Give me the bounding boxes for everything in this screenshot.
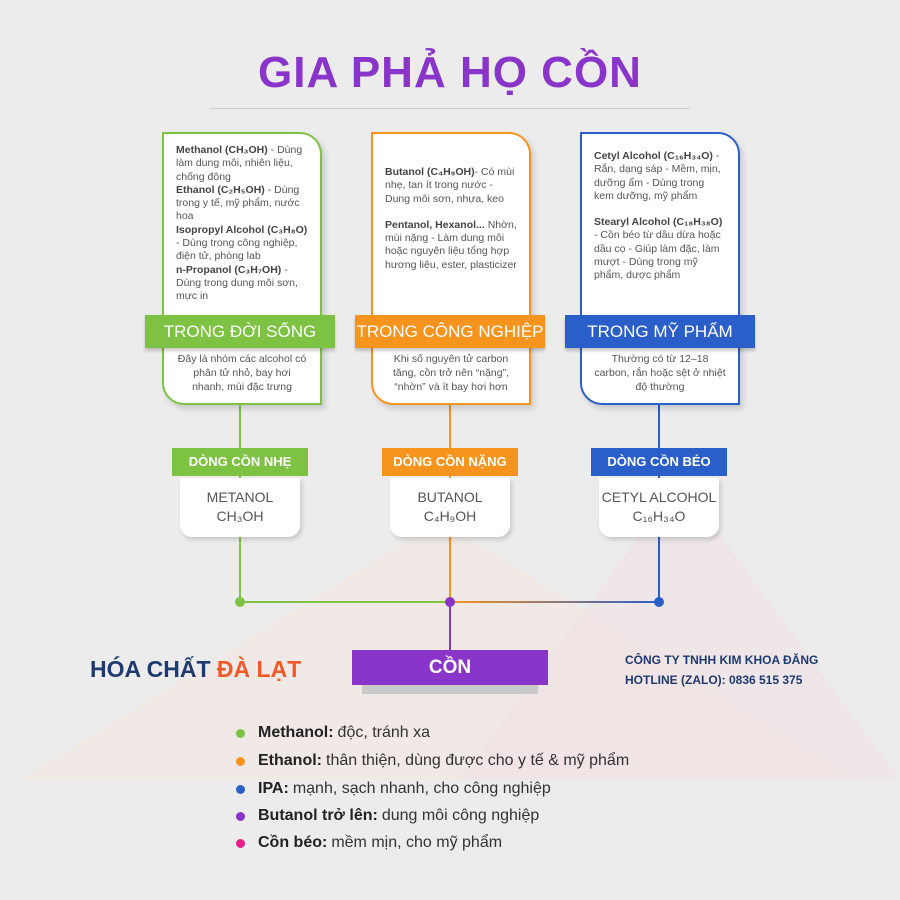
list-item: Butanol trở lên:dung môi công nghiệp [236, 807, 539, 825]
label-light-alcohol: DÒNG CỒN NHẸ [172, 448, 308, 476]
bullet-icon [236, 756, 245, 766]
node-dot [235, 597, 245, 607]
card-note: Đây là nhóm các alcohol có phân tử nhỏ, … [177, 353, 307, 393]
list-item: Ethanol:thân thiện, dùng được cho y tế &… [236, 752, 629, 770]
list-item: IPA:mạnh, sạch nhanh, cho công nghiệp [236, 780, 551, 798]
label-fatty-alcohol: DÒNG CỒN BÉO [591, 448, 727, 476]
bullet-icon [236, 728, 245, 738]
root-base [362, 685, 538, 694]
banner-industry: TRONG CÔNG NGHIỆP [355, 315, 545, 348]
divider [210, 108, 690, 109]
card-cosmetics: Cetyl Alcohol (C₁₆H₃₄O) - Rắn, dạng sáp … [580, 132, 740, 405]
card-note: Thường có từ 12–18 carbon, rắn hoặc sệt … [594, 353, 726, 393]
list-item: Cồn béo:mềm mịn, cho mỹ phẩm [236, 834, 502, 852]
hotline: HOTLINE (ZALO): 0836 515 375 [625, 673, 803, 687]
connector-horizontal [240, 601, 450, 603]
card-note: Khi số nguyên tử carbon tăng, cồn trở nê… [392, 353, 510, 393]
connector-purple [449, 602, 451, 650]
root-node: CỒN [352, 650, 548, 685]
node-dot [445, 597, 455, 607]
label-heavy-alcohol: DÒNG CỒN NẶNG [382, 448, 518, 476]
list-item: Methanol:độc, tránh xa [236, 724, 430, 742]
node-dot [654, 597, 664, 607]
page-title: GIA PHẢ HỌ CỒN [258, 48, 642, 97]
bullet-icon [236, 838, 245, 848]
brand-logo: HÓA CHẤT ĐÀ LẠT [90, 656, 302, 682]
card-daily-life: Methanol (CH₃OH) - Dùng làm dung môi, nh… [162, 132, 322, 405]
bullet-icon [236, 811, 245, 821]
company-name: CÔNG TY TNHH KIM KHOA ĐĂNG [625, 653, 819, 667]
bullet-icon [236, 784, 245, 794]
banner-cosmetics: TRONG MỸ PHẨM [565, 315, 755, 348]
card-industry: Butanol (C₄H₉OH)- Có mùi nhẹ, tan ít tro… [371, 132, 531, 405]
connector-horizontal [450, 601, 659, 603]
banner-daily-life: TRONG ĐỜI SỐNG [145, 315, 335, 348]
